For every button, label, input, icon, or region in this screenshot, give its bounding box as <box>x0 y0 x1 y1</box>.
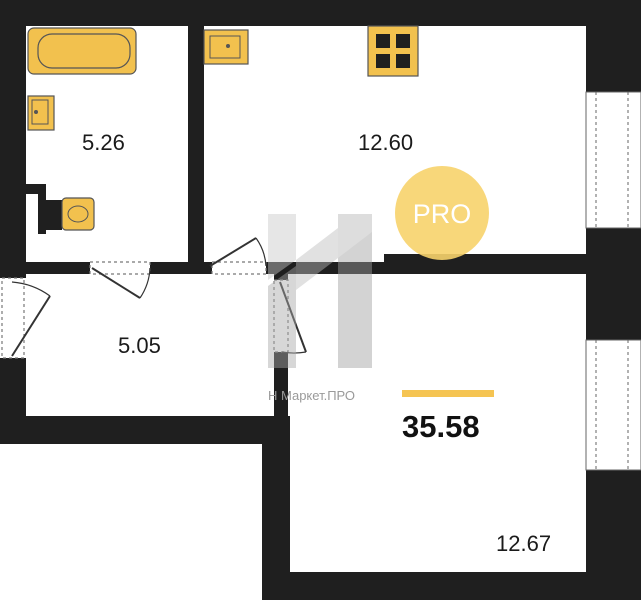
room-area-hallway: 5.05 <box>118 333 161 358</box>
windows <box>585 91 641 471</box>
entrance-door <box>1 277 51 359</box>
stove-icon <box>367 25 419 77</box>
watermark-text: Н Маркет.ПРО <box>268 388 355 403</box>
total-area: 35.58 <box>402 409 480 444</box>
room-area-bathroom: 5.26 <box>82 130 125 155</box>
bathroom-door <box>89 261 151 299</box>
kitchen-door <box>209 237 267 275</box>
sink-icon <box>27 95 55 131</box>
total-underline <box>402 390 494 397</box>
pro-badge: PRO <box>395 166 489 260</box>
watermark-logo <box>268 214 372 368</box>
kitchen-sink-icon <box>203 29 249 65</box>
room-area-kitchen: 12.60 <box>358 130 413 155</box>
window-kitchen <box>585 91 641 229</box>
badge-text: PRO <box>413 199 472 229</box>
living-door <box>273 279 307 354</box>
bathtub-icon <box>27 27 137 75</box>
toilet-icon <box>46 197 95 231</box>
room-area-living: 12.67 <box>496 531 551 556</box>
window-living <box>585 339 641 471</box>
